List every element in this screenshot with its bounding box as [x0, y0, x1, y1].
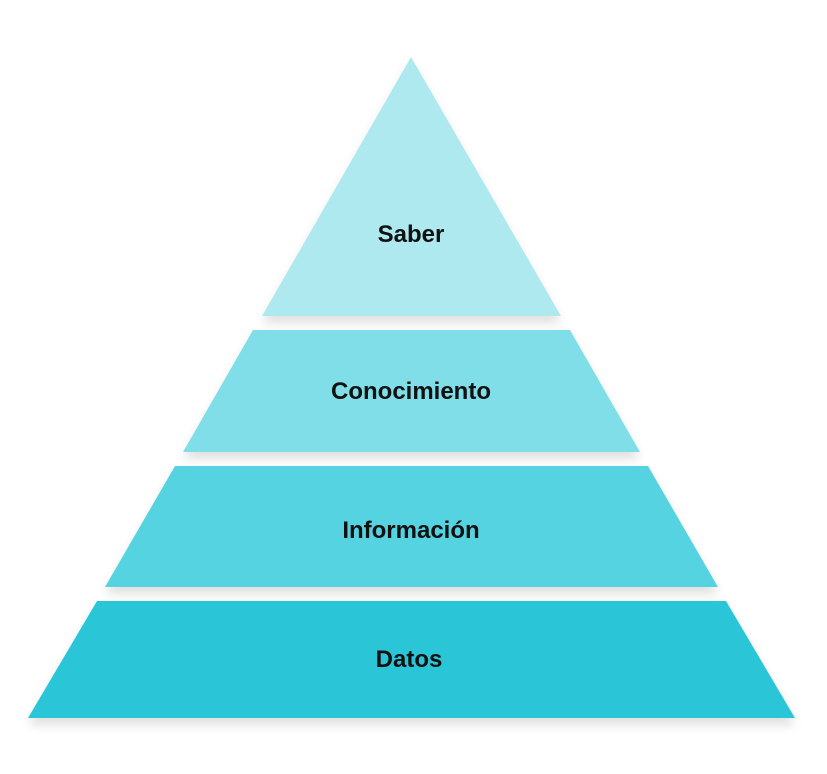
pyramid-level-informacion-label: Información: [342, 517, 479, 544]
pyramid-level-saber-shape: [262, 57, 561, 316]
pyramid-level-conocimiento-shape: [183, 330, 640, 452]
pyramid-level-conocimiento-label: Conocimiento: [331, 378, 491, 405]
pyramid-level-informacion-shape: [105, 466, 718, 587]
pyramid-level-saber-label: Saber: [378, 221, 445, 248]
pyramid-level-saber: Saber: [262, 57, 561, 316]
pyramid-level-datos-label: Datos: [376, 646, 443, 673]
pyramid-level-datos: Datos: [28, 601, 795, 718]
pyramid-level-informacion: Información: [105, 466, 718, 587]
pyramid-level-conocimiento: Conocimiento: [183, 330, 640, 452]
pyramid-level-datos-shape: [28, 601, 795, 718]
